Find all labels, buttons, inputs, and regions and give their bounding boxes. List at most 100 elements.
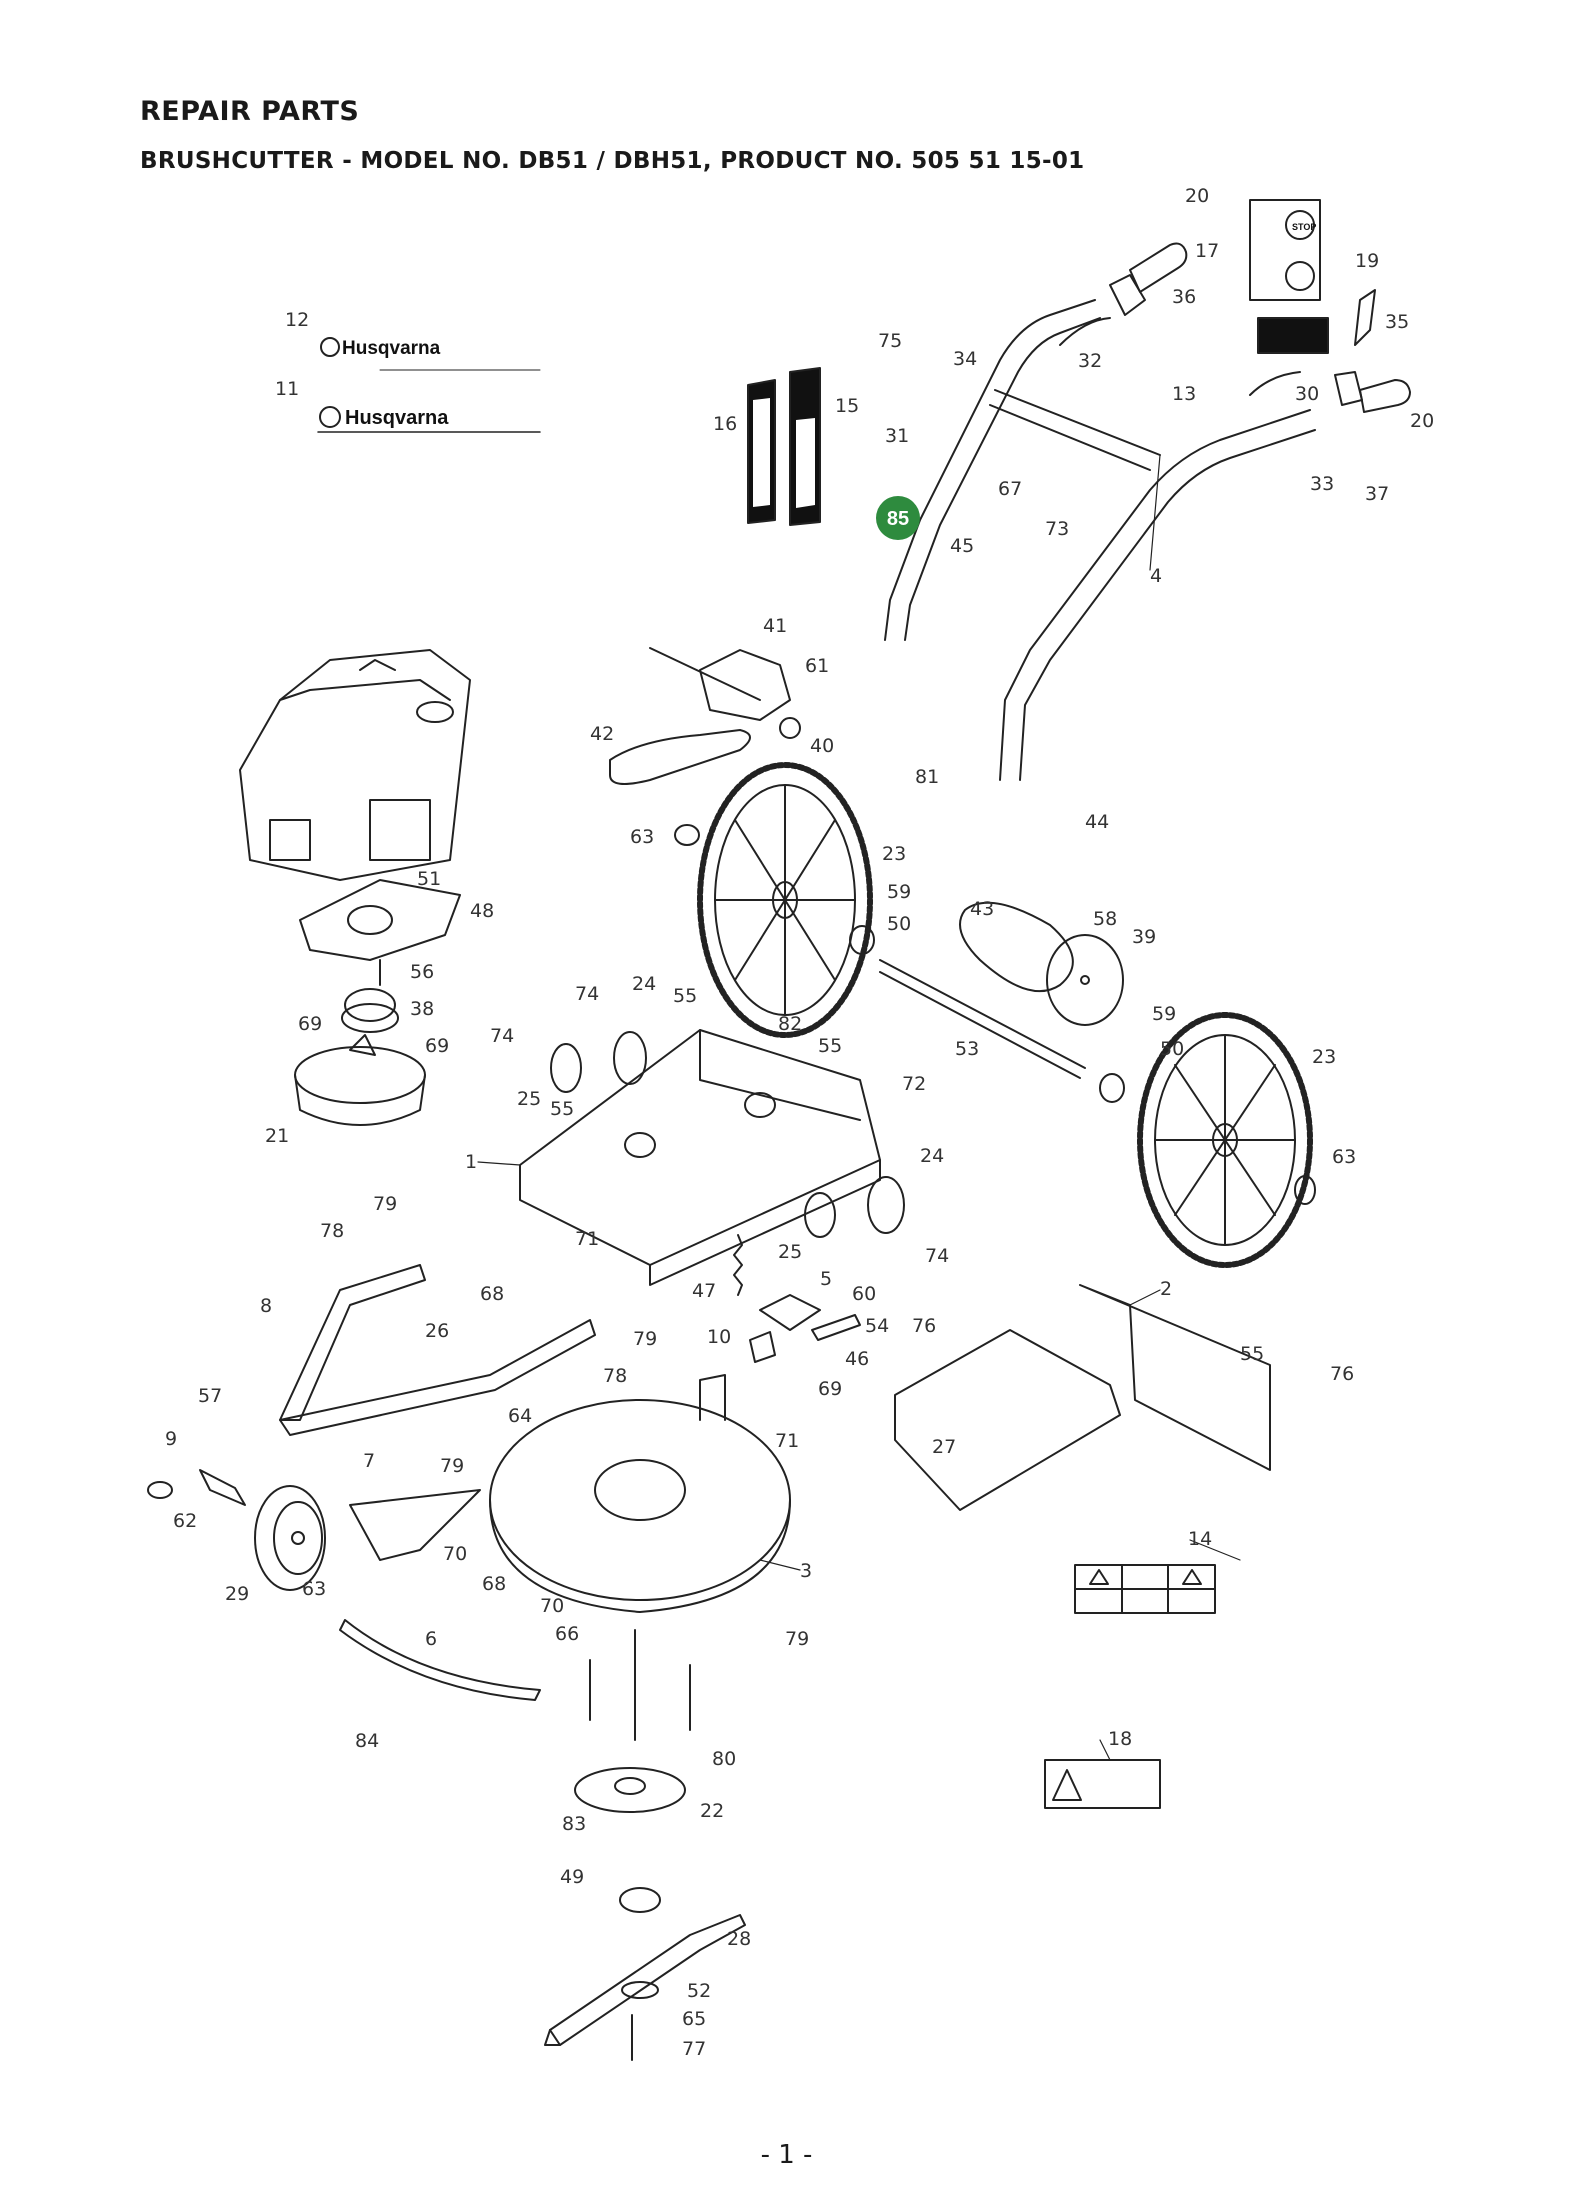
warning-decal-18 bbox=[1044, 1759, 1161, 1809]
callout-77: 77 bbox=[682, 2038, 706, 2060]
warning-decal-14 bbox=[1074, 1564, 1216, 1614]
callout-21: 21 bbox=[265, 1125, 289, 1147]
hub-24-bottom bbox=[867, 1176, 905, 1234]
callout-82: 82 bbox=[778, 1013, 802, 1035]
callout-48: 48 bbox=[470, 900, 494, 922]
callout-63a: 63 bbox=[630, 826, 654, 848]
callout-5: 5 bbox=[820, 1268, 832, 1290]
badge-circle bbox=[876, 496, 920, 540]
callout-55c: 55 bbox=[550, 1098, 574, 1120]
callout-62: 62 bbox=[173, 1510, 197, 1532]
callout-65: 65 bbox=[682, 2008, 706, 2030]
pulley-38 bbox=[341, 988, 399, 1033]
callout-55d: 55 bbox=[1240, 1343, 1264, 1365]
mounting-plate-48 bbox=[299, 879, 461, 961]
callout-74a: 74 bbox=[490, 1025, 514, 1047]
callout-18: 18 bbox=[1108, 1728, 1132, 1750]
callout-61: 61 bbox=[805, 655, 829, 677]
callout-30: 30 bbox=[1295, 383, 1319, 405]
hub-24-top bbox=[613, 1031, 647, 1085]
callout-79b: 79 bbox=[633, 1328, 657, 1350]
cap-62 bbox=[147, 1481, 173, 1499]
callout-84: 84 bbox=[355, 1730, 379, 1752]
bolts-80 bbox=[589, 1629, 691, 1741]
callout-33: 33 bbox=[1310, 473, 1334, 495]
hub-25-bottom bbox=[804, 1192, 836, 1238]
callout-9: 9 bbox=[165, 1428, 177, 1450]
callout-55b: 55 bbox=[818, 1035, 842, 1057]
callout-44: 44 bbox=[1085, 811, 1109, 833]
callout-39: 39 bbox=[1132, 926, 1156, 948]
logo-text-12: Husqvarna bbox=[342, 338, 441, 359]
callout-31: 31 bbox=[885, 425, 909, 447]
callout-78b: 78 bbox=[603, 1365, 627, 1387]
large-wheel-23-left bbox=[697, 762, 873, 1038]
callout-53: 53 bbox=[955, 1038, 979, 1060]
callout-11: 11 bbox=[275, 378, 299, 400]
hub-25-top bbox=[550, 1043, 582, 1093]
callout-60: 60 bbox=[852, 1283, 876, 1305]
callout-75: 75 bbox=[878, 330, 902, 352]
callout-79a: 79 bbox=[373, 1193, 397, 1215]
callout-22: 22 bbox=[700, 1800, 724, 1822]
blade-hub-22 bbox=[574, 1767, 686, 1813]
handle-grip-20-right bbox=[1359, 379, 1411, 413]
gearbox-41 bbox=[649, 647, 801, 739]
callout-83: 83 bbox=[562, 1813, 586, 1835]
callout-41: 41 bbox=[763, 615, 787, 637]
callout-35: 35 bbox=[1385, 311, 1409, 333]
belt-42 bbox=[609, 729, 751, 785]
page-subtitle: BRUSHCUTTER - MODEL NO. DB51 / DBH51, PR… bbox=[140, 148, 1085, 174]
callout-10: 10 bbox=[707, 1326, 731, 1348]
callout-63b: 63 bbox=[1332, 1146, 1356, 1168]
callout-79c: 79 bbox=[440, 1455, 464, 1477]
callout-12: 12 bbox=[285, 309, 309, 331]
callout-78a: 78 bbox=[320, 1220, 344, 1242]
lever-33 bbox=[1334, 371, 1363, 406]
callout-69b: 69 bbox=[425, 1035, 449, 1057]
blade-28 bbox=[544, 1914, 746, 2046]
callout-25a: 25 bbox=[517, 1088, 541, 1110]
cable-30 bbox=[1249, 371, 1301, 396]
callout-6: 6 bbox=[425, 1628, 437, 1650]
callout-68a: 68 bbox=[480, 1283, 504, 1305]
callout-46: 46 bbox=[845, 1348, 869, 1370]
part-callouts: 1 2 3 4 5 6 7 8 9 10 11 12 13 14 15 16 1… bbox=[165, 185, 1434, 2060]
callout-67: 67 bbox=[998, 478, 1022, 500]
pulley-39 bbox=[1046, 934, 1124, 1026]
cover-27 bbox=[894, 1329, 1121, 1511]
callout-63c: 63 bbox=[302, 1578, 326, 1600]
arm-8 bbox=[279, 1264, 596, 1436]
callout-1: 1 bbox=[465, 1151, 477, 1173]
callout-26: 26 bbox=[425, 1320, 449, 1342]
stop-text: STOP bbox=[1292, 222, 1316, 232]
callout-79d: 79 bbox=[785, 1628, 809, 1650]
upper-handle-4 bbox=[884, 299, 1316, 781]
callout-72: 72 bbox=[902, 1073, 926, 1095]
highlight-badge-85: 85 bbox=[876, 496, 920, 540]
callout-81: 81 bbox=[915, 766, 939, 788]
callout-23b: 23 bbox=[1312, 1046, 1336, 1068]
callout-73: 73 bbox=[1045, 518, 1069, 540]
husqvarna-logo-decal-12 bbox=[320, 337, 541, 371]
axle-53 bbox=[879, 959, 1086, 1079]
callout-59a: 59 bbox=[887, 881, 911, 903]
callout-71a: 71 bbox=[575, 1228, 599, 1250]
callout-59b: 59 bbox=[1152, 1003, 1176, 1025]
callout-70a: 70 bbox=[443, 1543, 467, 1565]
husqvarna-logo-decal-11 bbox=[317, 406, 541, 433]
callout-2: 2 bbox=[1160, 1278, 1172, 1300]
callout-13: 13 bbox=[1172, 383, 1196, 405]
callout-74c: 74 bbox=[925, 1245, 949, 1267]
lever-36 bbox=[1109, 274, 1146, 316]
callout-17: 17 bbox=[1195, 240, 1219, 262]
pivot-9 bbox=[199, 1469, 246, 1506]
callout-76a: 76 bbox=[912, 1315, 936, 1337]
callout-68b: 68 bbox=[482, 1573, 506, 1595]
control-decal-17 bbox=[1249, 199, 1321, 301]
callout-57: 57 bbox=[198, 1385, 222, 1407]
callout-24a: 24 bbox=[632, 973, 656, 995]
callout-23a: 23 bbox=[882, 843, 906, 865]
